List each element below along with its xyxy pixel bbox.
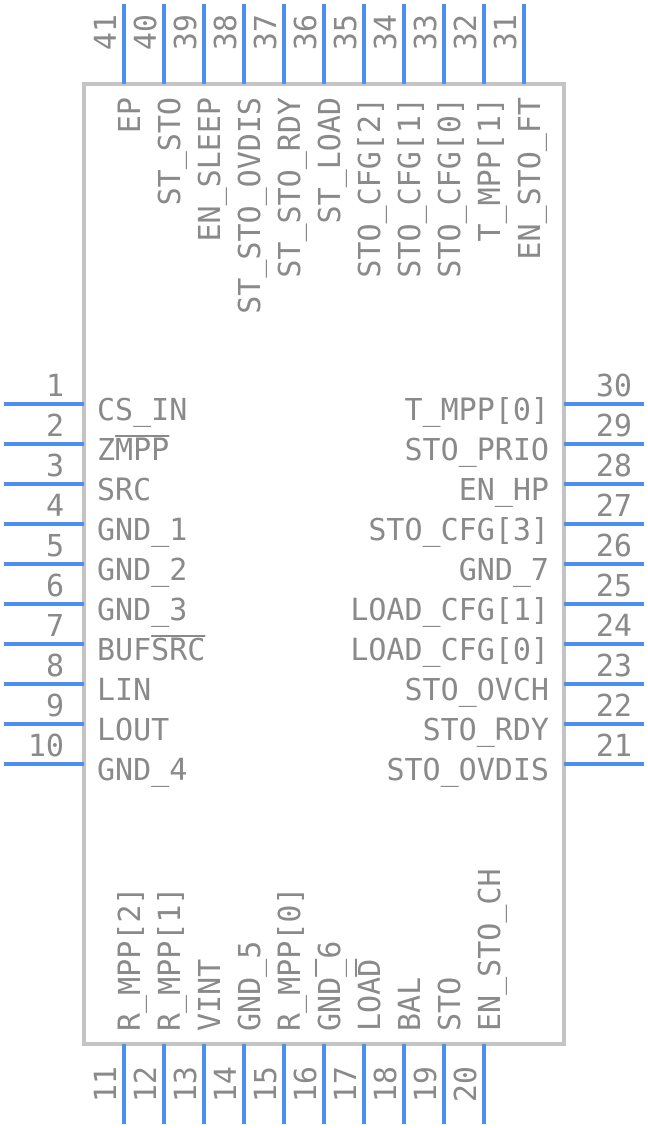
pin-number: 19	[409, 1066, 444, 1102]
pin-name: ST_LOAD	[313, 97, 348, 223]
pin-name: STO_CFG[3]	[368, 513, 549, 548]
pin-number: 2	[46, 409, 64, 444]
pin-name: R_MPP[0]	[273, 887, 308, 1032]
pin-name: EP	[113, 97, 148, 133]
pin-number: 7	[46, 609, 64, 644]
pin-name: T_MPP[1]	[473, 97, 508, 242]
pin-name: EN_HP	[459, 473, 549, 508]
pin-name: R_MPP[1]	[153, 887, 188, 1032]
pin-number: 37	[249, 14, 284, 50]
pin-name: GND_2	[97, 553, 187, 588]
pin-number: 38	[209, 14, 244, 50]
pin-name: LOAD_CFG[1]	[350, 593, 549, 628]
pin-name: EN_SLEEP	[193, 97, 228, 242]
pin-name: LIN	[97, 673, 151, 708]
pin-name: BAL	[393, 977, 428, 1031]
pin-name: STO_OVCH	[405, 673, 550, 708]
pin-name: GND_1	[97, 513, 187, 548]
pin-number: 25	[596, 569, 632, 604]
pin-name: STO_OVDIS	[386, 753, 549, 788]
pin-number: 36	[289, 14, 324, 50]
pin-name: STO_RDY	[423, 713, 549, 748]
pin-name: GND_4	[97, 753, 187, 788]
pin-name: ST_STO	[153, 97, 188, 205]
pin-name: STO_CFG[0]	[433, 97, 468, 278]
pin-number: 11	[89, 1066, 124, 1102]
pin-number: 12	[129, 1066, 164, 1102]
pin-number: 23	[596, 649, 632, 684]
pin-name: STO	[433, 977, 468, 1031]
pin-name: R_MPP[2]	[113, 887, 148, 1032]
pin-number: 41	[89, 14, 124, 50]
pin-number: 32	[449, 14, 484, 50]
pin-name: BUFSRC	[97, 633, 205, 668]
pin-name: GND_5	[233, 941, 268, 1031]
pin-number: 39	[169, 14, 204, 50]
pin-number: 30	[596, 369, 632, 404]
pin-number: 9	[46, 689, 64, 724]
pin-name: ST_STO_OVDIS	[233, 97, 268, 314]
pin-number: 14	[209, 1066, 244, 1102]
pin-name: STO_PRIO	[405, 433, 550, 468]
pin-name: GND_7	[459, 553, 549, 588]
pin-number: 28	[596, 449, 632, 484]
pin-number: 33	[409, 14, 444, 50]
pin-number: 26	[596, 529, 632, 564]
pin-number: 21	[596, 729, 632, 764]
pin-number: 40	[129, 14, 164, 50]
pin-number: 6	[46, 569, 64, 604]
pin-name: LOAD	[353, 959, 388, 1031]
pin-name: EN_STO_CH	[473, 868, 508, 1031]
pin-name: EN_STO_FT	[513, 97, 548, 260]
pin-number: 34	[369, 14, 404, 50]
pin-number: 27	[596, 489, 632, 524]
pin-number: 31	[489, 14, 524, 50]
pin-name: LOAD_CFG[0]	[350, 633, 549, 668]
pin-name: CS_IN	[97, 393, 187, 428]
pin-number: 1	[46, 369, 64, 404]
pin-name: GND_3	[97, 593, 187, 628]
pin-name: STO_CFG[2]	[353, 97, 388, 278]
pin-number: 16	[289, 1066, 324, 1102]
pin-name: SRC	[97, 473, 151, 508]
pin-number: 10	[28, 729, 64, 764]
pin-number: 4	[46, 489, 64, 524]
pin-number: 5	[46, 529, 64, 564]
pin-number: 8	[46, 649, 64, 684]
pin-name: STO_CFG[1]	[393, 97, 428, 278]
pin-name: T_MPP[0]	[405, 393, 550, 428]
pin-name: LOUT	[97, 713, 169, 748]
pin-name: VINT	[193, 959, 228, 1031]
pin-number: 17	[329, 1066, 364, 1102]
pin-number: 24	[596, 609, 632, 644]
pin-number: 13	[169, 1066, 204, 1102]
pin-number: 15	[249, 1066, 284, 1102]
pin-number: 29	[596, 409, 632, 444]
pin-number: 18	[369, 1066, 404, 1102]
pin-name: ST_STO_RDY	[273, 97, 308, 278]
pin-number: 20	[449, 1066, 484, 1102]
pin-number: 35	[329, 14, 364, 50]
pin-number: 22	[596, 689, 632, 724]
pin-number: 3	[46, 449, 64, 484]
pin-name: GND_6	[313, 941, 348, 1031]
pin-name: ZMPP	[97, 433, 169, 468]
